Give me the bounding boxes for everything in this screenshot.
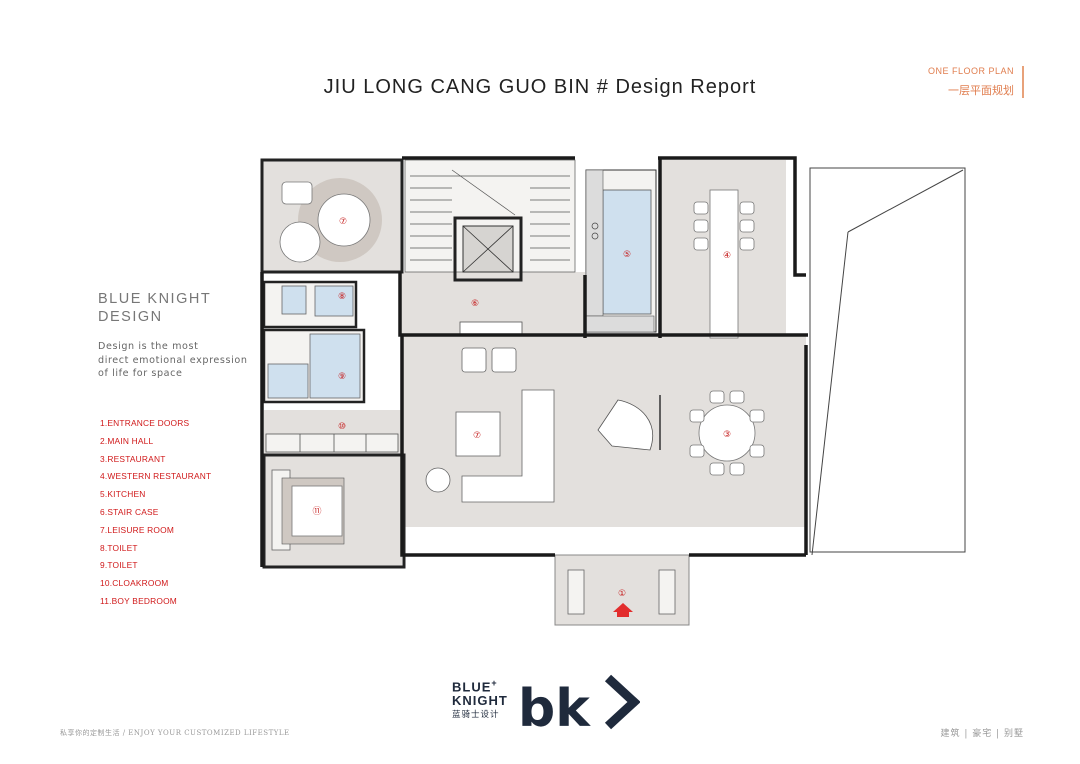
main-hall-furniture xyxy=(425,321,555,503)
logo-mark-icon: bk xyxy=(518,674,640,736)
legend-item: 3.RESTAURANT xyxy=(100,453,166,464)
room-number-9: ⑨ xyxy=(338,372,346,382)
piano xyxy=(597,395,661,451)
logo-plus: + xyxy=(491,678,498,688)
legend-item: 11.BOY BEDROOM xyxy=(100,595,177,606)
restaurant-table xyxy=(689,390,765,476)
legend-item: 4.WESTERN RESTAURANT xyxy=(100,471,212,482)
room-legend: 1.ENTRANCE DOORS 2.MAIN HALL 3.RESTAURAN… xyxy=(100,418,211,614)
room-number-8: ⑧ xyxy=(338,292,346,302)
plan-label-en: ONE FLOOR PLAN xyxy=(927,66,1014,76)
brand-name-line1: BLUE KNIGHT xyxy=(98,291,212,307)
logo-mark-text: bk xyxy=(518,679,591,736)
room-number-5: ⑤ xyxy=(623,250,631,260)
room-number-7b: ⑦ xyxy=(473,431,481,441)
legend-item: 10.CLOAKROOM xyxy=(100,578,169,589)
brand-block: BLUE KNIGHT DESIGN Design is the most di… xyxy=(98,290,248,381)
logo-blue: BLUE xyxy=(452,679,492,695)
boy-bedroom xyxy=(262,453,406,569)
legend-item: 2.MAIN HALL xyxy=(100,435,154,446)
company-logo: BLUE+ KNIGHT 蓝骑士设计 bk xyxy=(452,668,642,738)
toilets xyxy=(262,280,366,404)
footer-categories: 建筑 | 豪宅 | 别墅 xyxy=(940,729,1024,739)
room-number-7a: ⑦ xyxy=(339,217,347,227)
leisure-room-top xyxy=(260,158,404,274)
legend-item: 8.TOILET xyxy=(100,542,138,553)
walls xyxy=(260,156,808,567)
legend-item: 7.LEISURE ROOM xyxy=(100,524,175,535)
western-restaurant-table xyxy=(693,189,755,339)
page-title: JIU LONG CANG GUO BIN # Design Report xyxy=(323,76,757,98)
plan-label: ONE FLOOR PLAN 一层平面规划 xyxy=(928,66,1024,98)
legend-item: 5.KITCHEN xyxy=(100,489,146,500)
legend-item: 9.TOILET xyxy=(100,560,138,571)
room-number-3: ③ xyxy=(723,430,731,440)
room-number-4: ④ xyxy=(723,251,731,261)
tagline-line2: direct emotional expression xyxy=(98,354,248,366)
room-number-11: ⑪ xyxy=(312,506,321,517)
room-number-6: ⑥ xyxy=(471,299,479,309)
brand-name-line2: DESIGN xyxy=(98,309,163,325)
room-number-10: ⑩ xyxy=(338,422,346,432)
kitchen xyxy=(585,169,657,333)
elevator xyxy=(453,216,523,282)
tagline-line3: of life for space xyxy=(98,368,183,379)
terrace xyxy=(809,167,966,556)
legend-item: 1.ENTRANCE DOORS xyxy=(100,418,190,428)
room-numbers: ⑦ ⑥ ⑤ ④ ⑧ ⑨ ⑩ ⑦ ③ ⑪ ① xyxy=(312,217,731,599)
logo-knight: KNIGHT xyxy=(452,693,508,709)
logo-cn: 蓝骑士设计 xyxy=(452,710,500,721)
room-number-1: ① xyxy=(618,589,626,599)
legend-item: 6.STAIR CASE xyxy=(100,506,159,517)
tagline-line1: Design is the most xyxy=(98,341,199,352)
footer-slogan: 私享你的定制生活 / ENJOY YOUR CUSTOMIZED LIFESTY… xyxy=(60,729,290,737)
cloakroom xyxy=(265,433,399,453)
entrance xyxy=(554,554,690,626)
plan-label-cn: 一层平面规划 xyxy=(948,84,1014,97)
